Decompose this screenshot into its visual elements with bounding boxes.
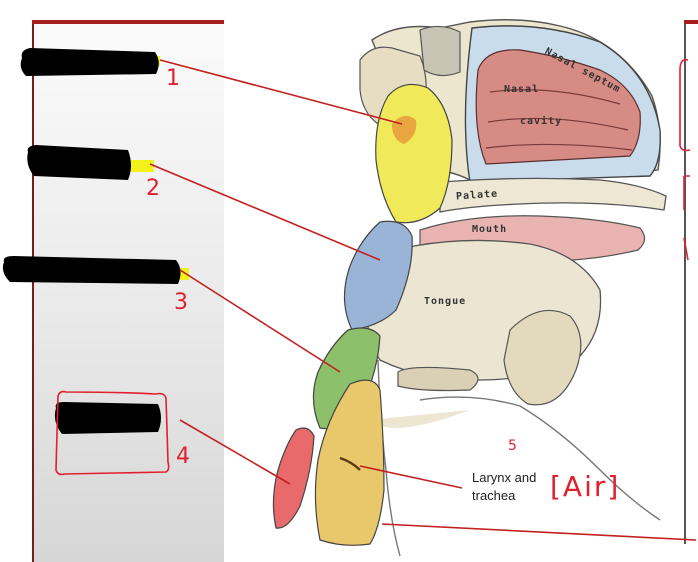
leader-line-3 <box>179 269 341 373</box>
neck-skin <box>370 410 470 428</box>
redaction-3 <box>2 256 181 284</box>
nasal-cavity-label-top: Nasal <box>504 84 540 95</box>
air-annotation: [Air] <box>550 470 621 503</box>
redaction-2 <box>27 145 131 180</box>
leader-line-2 <box>149 163 381 261</box>
sphenoid-sinus <box>419 25 461 77</box>
larynx-trachea-label-line2: trachea <box>472 488 516 503</box>
esophagus-region <box>272 427 315 529</box>
vocal-mark <box>339 456 361 471</box>
leader-line-larynx <box>359 465 463 489</box>
nasal-turbinate-3 <box>485 143 633 151</box>
tongue-label: Tongue <box>424 296 467 307</box>
right-panel-top-bar <box>684 20 698 24</box>
hyoid-bone <box>397 366 479 392</box>
redaction-4 <box>54 402 161 434</box>
leader-line-4 <box>179 419 291 485</box>
handwritten-number-1: 1 <box>166 66 180 91</box>
palate-region <box>439 177 667 213</box>
nasal-cavity-label-bottom: cavity <box>520 116 563 127</box>
handwritten-number-4: 4 <box>176 444 190 469</box>
right-panel-edge <box>684 24 686 544</box>
nasal-turbinate-2 <box>487 117 629 131</box>
handwritten-box-4 <box>55 390 170 476</box>
oropharynx-region <box>343 220 413 331</box>
handwritten-number-2: 2 <box>146 176 160 201</box>
nasopharynx-region <box>375 83 453 224</box>
handwritten-number-5: 5 <box>508 438 517 454</box>
panel-top-bar <box>32 20 224 24</box>
mandible-region <box>503 309 582 406</box>
redaction-1 <box>20 48 159 76</box>
leader-line-1 <box>159 59 403 125</box>
handwritten-number-3: 3 <box>174 290 188 315</box>
left-label-panel <box>32 20 224 562</box>
nasal-cavity-region <box>475 49 641 165</box>
nasal-turbinate-1 <box>489 89 621 105</box>
handwritten-mark-right-2 <box>683 175 690 261</box>
handwritten-mark-right-1 <box>679 58 691 152</box>
mouth-label: Mouth <box>472 224 508 235</box>
throat-outline <box>419 396 661 521</box>
leader-line-right <box>381 523 697 541</box>
larynx-trachea-label-line1: Larynx and <box>472 470 537 485</box>
